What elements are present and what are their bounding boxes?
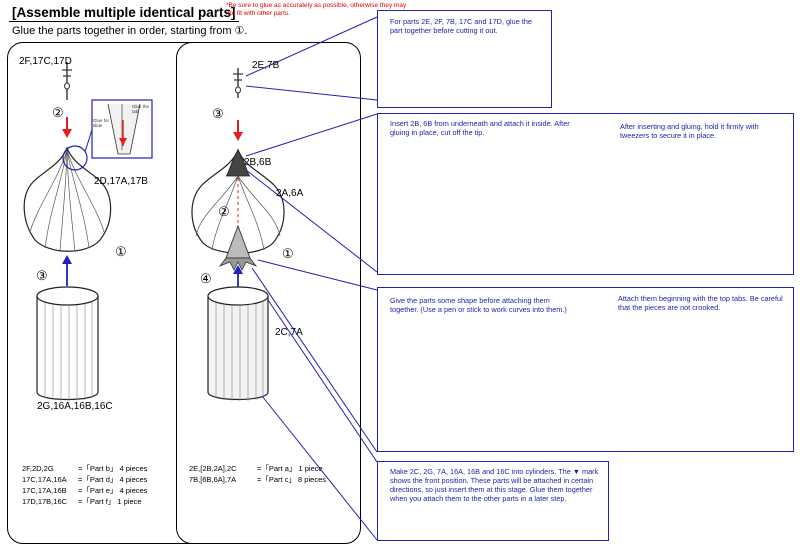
step-2-marker-right: ② [218,204,230,219]
red-arrow-left-1 [62,117,72,138]
parts-codes: 17C,17A,16B [22,486,67,495]
instruction-box-shape-parts: Give the parts some shape before attachi… [377,287,794,452]
dome-right-label: 2A,6A [276,188,304,199]
cylinder-left-label: 2G,16A,16B,16C [37,401,113,412]
finial-left [62,62,72,100]
dome-left-label: 2D,17A,17B [94,176,148,187]
cap-label: 2B,6B [244,157,272,168]
instruction-text-right: After inserting and gluing, hold it firm… [620,122,759,140]
step-4-marker: ④ [200,271,212,286]
parts-assignment: =「Part d」 4 pieces [78,475,148,484]
inset-glue-note: Glue for slide [93,118,110,128]
detail-circle-left [62,145,88,171]
onion-dome-left [23,146,112,253]
parts-assignment: =「Part c」 8 pieces [257,475,326,484]
step-3-marker: ③ [36,268,48,283]
step-3-marker-right: ③ [212,106,224,121]
page-title: [Assemble multiple identical parts] [9,5,239,22]
step-2-marker: ② [52,105,64,120]
instruction-text-left: Give the parts some shape before attachi… [390,296,567,314]
finial-left-label: 2F,17C,17D [19,56,72,67]
blue-arrow-left-3 [62,255,72,286]
instruction-box-cylinders: Make 2C, 2G, 7A, 16A, 16B and 16C into c… [377,461,609,541]
connector-lines [245,16,378,541]
instruction-text-right: Attach them beginning with the top tabs.… [618,294,783,312]
instruction-text: Make 2C, 2G, 7A, 16A, 16B and 16C into c… [390,467,599,503]
finial-right-label: 2E,7B [252,60,280,71]
instruction-text-left: Insert 2B, 6B from underneath and attach… [390,119,570,137]
instruction-text: For parts 2E, 2F, 7B, 17C and 17D, glue … [390,17,532,35]
parts-codes: 7B,[6B,6A],7A [189,475,237,484]
inner-cone-right [218,224,258,271]
parts-assignment: =「Part e」 4 pieces [78,486,148,495]
parts-assignment: =「Part b」 4 pieces [78,464,148,473]
parts-assignment: =「Part a」 1 piece [257,464,323,473]
inset-tab-note: Glue the tab [132,104,150,114]
parts-codes: 17C,17A,16A [22,475,67,484]
warning-note: *Be sure to glue as accurately as possib… [226,2,407,17]
cylinder-right-label: 2C,7A [275,327,303,338]
finial-right [233,68,243,98]
parts-assignment: =「Part f」 1 piece [78,497,142,506]
step-1-marker: ① [115,244,127,259]
detail-inset-left [91,99,153,159]
parts-codes: 2F,2D,2G [22,464,54,473]
parts-codes: 17D,17B,16C [22,497,68,506]
step-1-marker-right: ① [282,246,294,261]
instruction-box-insert-tip: Insert 2B, 6B from underneath and attach… [377,113,794,275]
instruction-subtitle: Glue the parts together in order, starti… [12,25,248,37]
cylinder-left [36,286,99,401]
cylinder-right [207,286,269,401]
instruction-box-glue-before-cut: For parts 2E, 2F, 7B, 17C and 17D, glue … [377,10,552,108]
parts-codes: 2E,[2B,2A],2C [189,464,237,473]
red-arrow-right-1 [233,120,243,141]
